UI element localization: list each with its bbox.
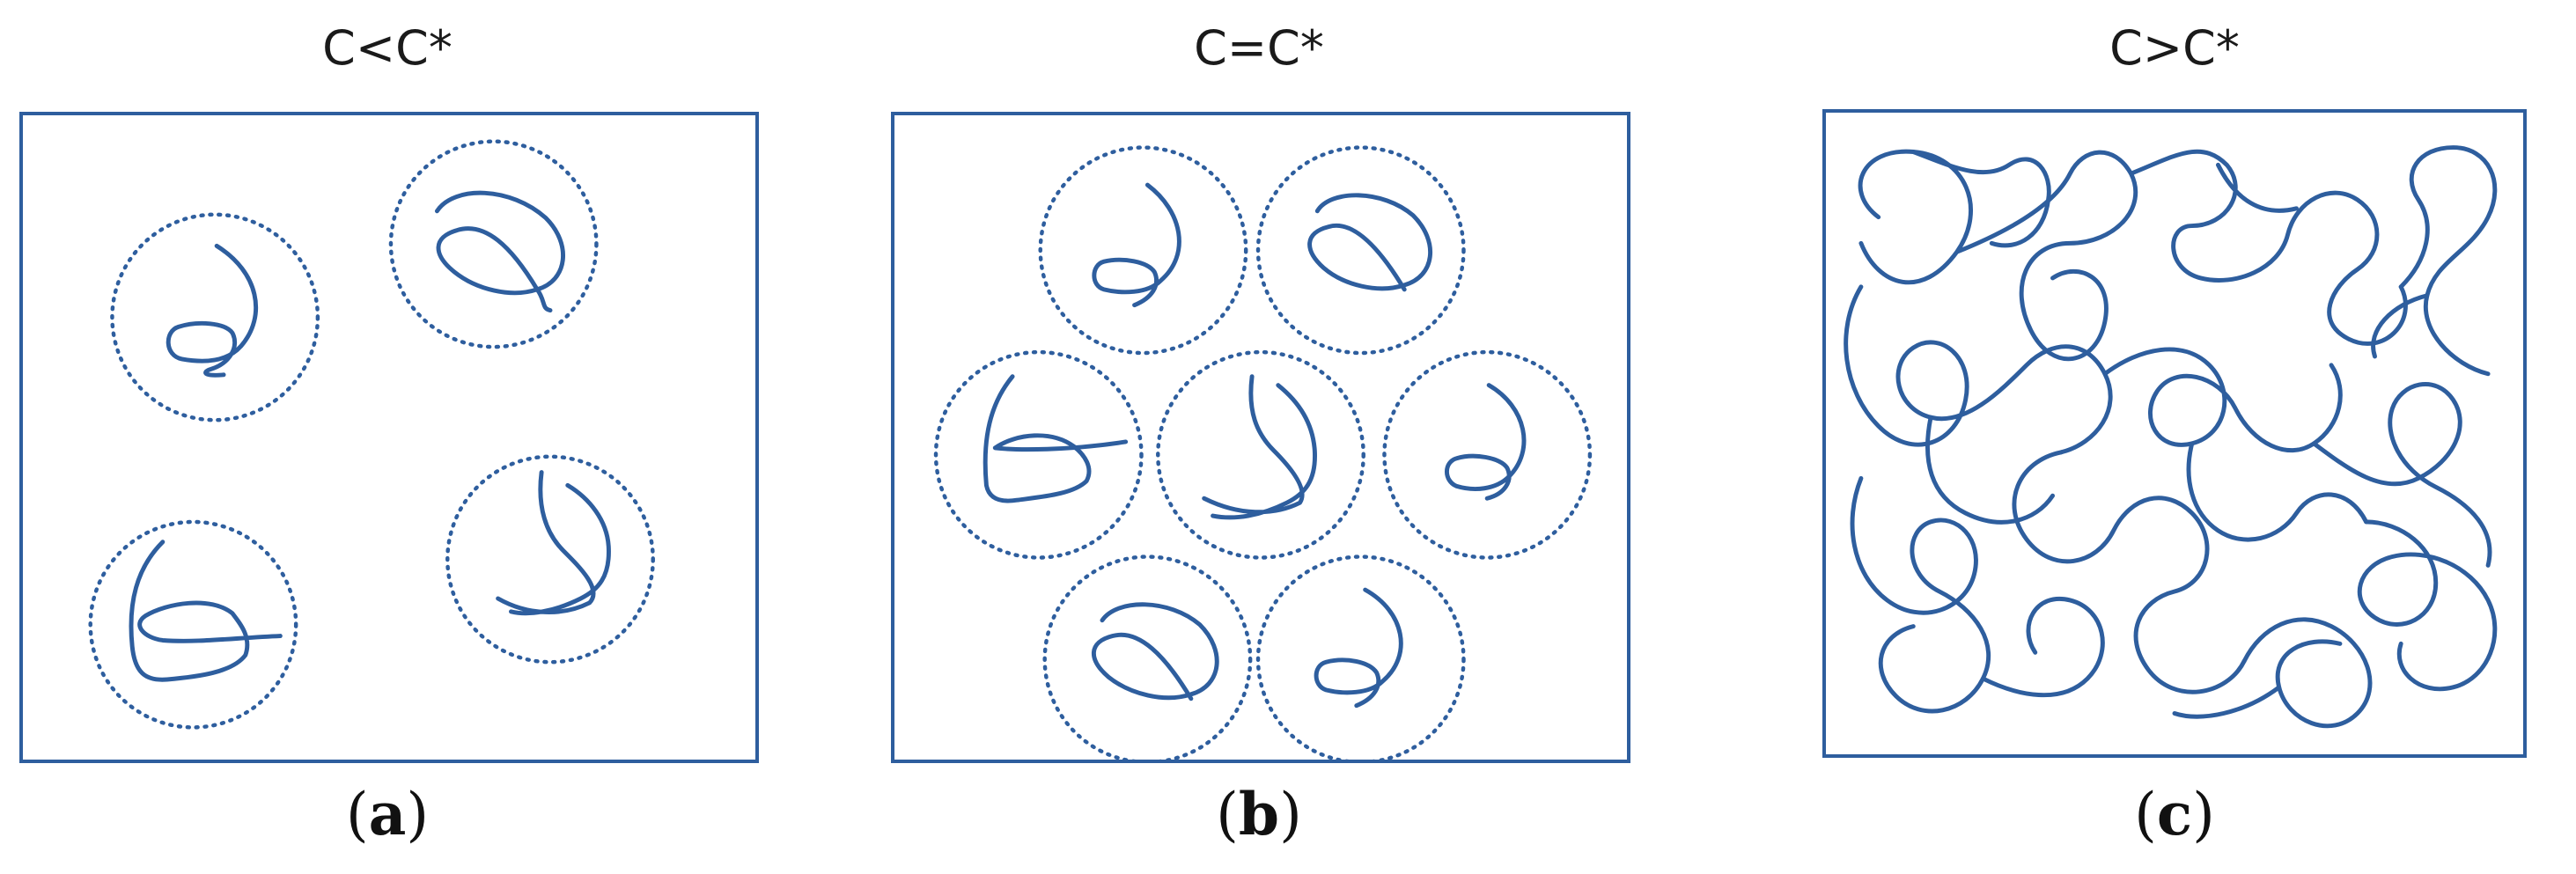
panel-a-title: C<C* [322,20,453,76]
polymer-coil [1156,349,1365,560]
polymer-coil [1042,555,1253,760]
polymer-coil [388,139,599,349]
panel-c-entanglement [1844,145,2498,729]
entangled-chains [1844,145,2498,729]
panel-a-caption-letter: a [368,780,407,848]
panel-a-diagram [88,139,655,730]
panel-a: C<C* (a) [0,0,775,874]
panel-c-frame [1822,109,2527,758]
panel-c-caption: (c) [2134,780,2215,848]
polymer-coil [110,212,320,422]
panel-c: C>C* (c) [1796,0,2553,874]
polymer-coil [445,454,655,665]
polymer-coil [1038,145,1248,356]
panel-a-frame [19,112,759,763]
polymer-coil [1255,555,1466,760]
panel-b-caption-letter: b [1238,780,1280,848]
panel-c-title: C>C* [2109,20,2240,76]
polymer-coil [933,349,1144,560]
panel-c-caption-letter: c [2156,780,2193,848]
panel-a-caption: (a) [345,780,430,848]
polymer-coil [88,519,298,730]
polymer-coil [1382,349,1593,560]
panel-b-frame [891,112,1630,763]
panel-b-title: C=C* [1194,20,1324,76]
polymer-coil [1255,145,1466,356]
panel-b-diagram [933,145,1593,760]
panel-b: C=C* [872,0,1646,874]
panel-b-caption: (b) [1216,780,1302,848]
